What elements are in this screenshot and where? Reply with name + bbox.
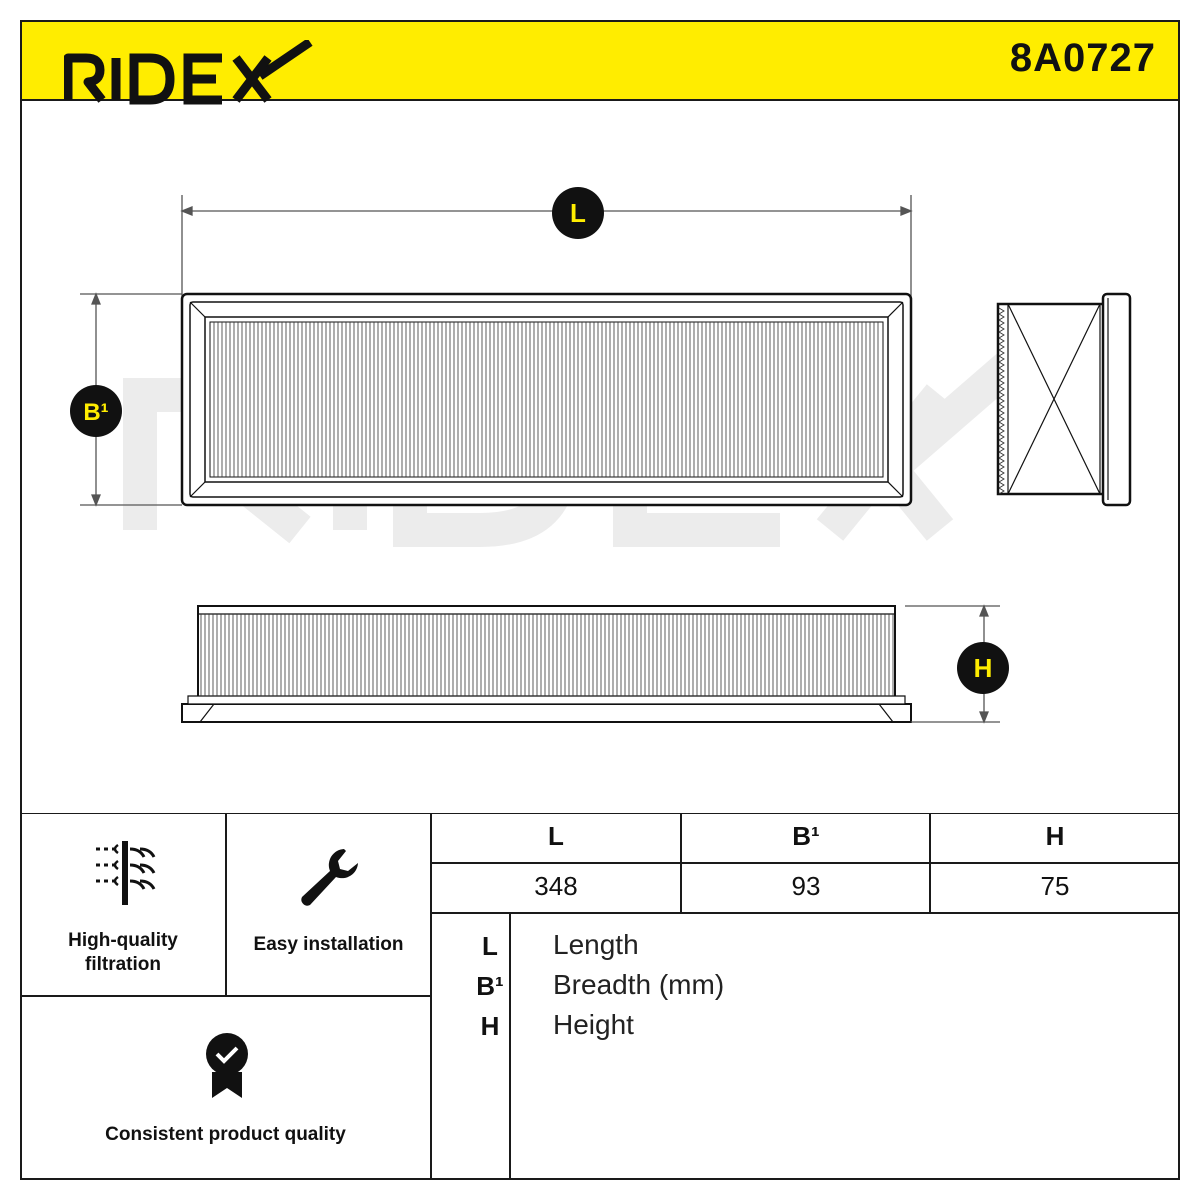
feature-filtration: High-quality filtration — [20, 813, 226, 996]
filtration-icon — [96, 841, 156, 905]
height-badge-label: H — [974, 653, 993, 683]
legend-value-height: Height — [553, 1009, 634, 1040]
technical-drawing: L B¹ — [70, 187, 1132, 724]
breadth-badge — [70, 385, 122, 437]
feature-quality: Consistent product quality — [20, 996, 431, 1180]
legend-key-length: L — [482, 931, 498, 961]
filter-front-view — [181, 605, 912, 723]
spec-grid-lines — [20, 813, 1180, 1180]
top-view-pleats — [213, 322, 879, 477]
feature-quality-label: Consistent product quality — [105, 1124, 346, 1145]
end-view-serration — [998, 307, 1005, 495]
breadth-badge-label: B¹ — [83, 399, 108, 426]
legend-value-breadth: Breadth (mm) — [553, 969, 725, 1000]
table-header-length: L — [548, 821, 564, 851]
feature-installation: Easy installation — [226, 813, 431, 996]
legend-key-breadth: B¹ — [476, 971, 504, 1001]
table-value-height: 75 — [1040, 871, 1070, 901]
page-frame — [20, 20, 1180, 1180]
legend-key-height: H — [480, 1011, 500, 1041]
table-header-height: H — [1045, 821, 1065, 851]
quality-badge-icon — [206, 1033, 248, 1098]
filter-top-view — [180, 292, 913, 507]
length-dimension — [180, 195, 913, 300]
wrench-icon — [301, 849, 358, 906]
filter-end-view — [996, 292, 1132, 507]
part-number: 8A0727 — [1009, 36, 1156, 80]
legend-value-length: Length — [553, 929, 639, 960]
feature-installation-label: Easy installation — [253, 934, 404, 955]
table-header-breadth: B¹ — [792, 821, 820, 851]
table-value-breadth: 93 — [791, 871, 821, 901]
spec-section: High-quality filtration Easy installatio… — [20, 813, 1180, 1180]
length-badge — [552, 187, 604, 239]
front-view-pleats — [200, 614, 894, 696]
table-value-length: 348 — [534, 871, 578, 901]
ridex-logo — [64, 40, 313, 105]
feature-filtration-label-1: High-quality — [68, 930, 178, 951]
feature-filtration-label-2: filtration — [85, 954, 161, 975]
header-bar: 8A0727 — [20, 20, 1180, 105]
height-badge — [957, 642, 1009, 694]
length-badge-label: L — [570, 198, 586, 228]
breadth-dimension — [80, 292, 182, 507]
